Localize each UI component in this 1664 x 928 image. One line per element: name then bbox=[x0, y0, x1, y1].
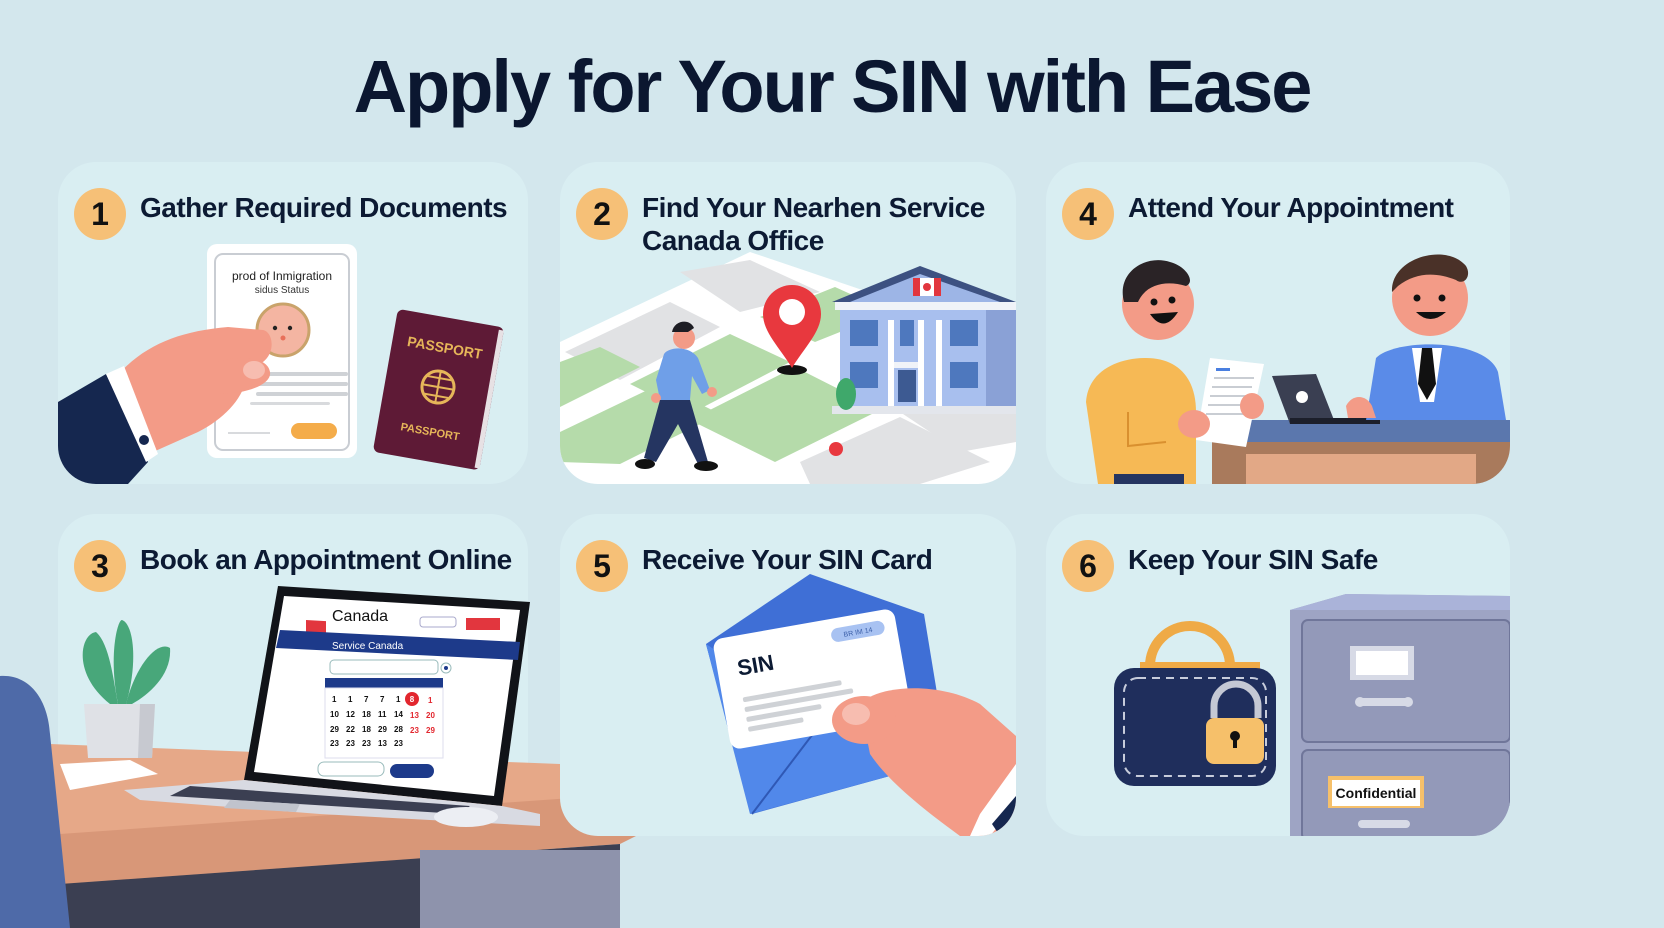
search-input[interactable] bbox=[329, 659, 439, 675]
step-header-4: 4 Attend Your Appointment bbox=[1062, 188, 1454, 240]
service-agent-icon bbox=[1346, 254, 1506, 420]
step-number-badge: 4 bbox=[1062, 188, 1114, 240]
site-brand: Canada bbox=[332, 608, 388, 625]
step-number-badge: 2 bbox=[576, 188, 628, 240]
plant-icon bbox=[82, 619, 171, 758]
name-field[interactable] bbox=[317, 761, 385, 777]
svg-text:Service Canada: Service Canada bbox=[332, 641, 404, 652]
selected-date bbox=[405, 692, 419, 706]
step-title: Gather Required Documents bbox=[140, 192, 508, 223]
chair-icon bbox=[0, 675, 70, 928]
confidential-label: Confidential bbox=[1336, 785, 1417, 801]
step-header-5: 5 Receive Your SIN Card bbox=[576, 540, 933, 592]
document-title: prod of Inmigration bbox=[232, 269, 332, 283]
step-number-badge: 5 bbox=[576, 540, 628, 592]
appointment-illustration bbox=[1046, 162, 1510, 484]
step-title: Book an Appointment Online bbox=[140, 544, 512, 575]
step-title: Receive Your SIN Card bbox=[642, 544, 933, 575]
destination-dot-icon bbox=[829, 442, 843, 456]
step-title: Find Your Nearhen Service Canada Office bbox=[642, 192, 985, 256]
passport-icon: PASSPORT PASSPORT bbox=[373, 309, 504, 470]
walking-person-icon bbox=[635, 321, 718, 471]
svg-text:BR IM 14: BR IM 14 bbox=[843, 627, 873, 639]
filing-cabinet-icon: Confidential bbox=[1290, 594, 1510, 836]
padlock-icon bbox=[1206, 680, 1264, 764]
hand-icon bbox=[860, 688, 1016, 836]
step-title: Keep Your SIN Safe bbox=[1128, 544, 1378, 575]
secure-storage-illustration: Confidential bbox=[1046, 514, 1510, 836]
step-title: Attend Your Appointment bbox=[1128, 192, 1454, 223]
page-title: Apply for Your SIN with Ease bbox=[353, 45, 1313, 128]
document-icon bbox=[1196, 358, 1264, 447]
search-icon bbox=[444, 666, 448, 670]
step-number-badge: 1 bbox=[74, 188, 126, 240]
step-card-1: prod of Inmigration sidus Status PA bbox=[58, 162, 528, 484]
document-button bbox=[291, 423, 337, 439]
laptop-icon bbox=[1272, 374, 1380, 424]
step-header-2: 2 Find Your Nearhen Service Canada Offic… bbox=[576, 188, 985, 257]
desk-icon bbox=[1212, 420, 1510, 442]
government-building-icon bbox=[832, 266, 1016, 414]
step-header-3: 3 Book an Appointment Online bbox=[74, 540, 512, 592]
map-illustration bbox=[560, 162, 1016, 484]
documents-illustration: prod of Inmigration sidus Status PA bbox=[58, 162, 528, 484]
step-card-6: Confidential 6 Keep Your SIN Safe bbox=[1046, 514, 1510, 836]
maple-leaf-icon bbox=[923, 283, 931, 291]
step-card-5: SIN BR IM 14 5 Receive Your SIN Card bbox=[560, 514, 1016, 836]
svg-text:sidus Status: sidus Status bbox=[255, 285, 309, 296]
canada-flag-icon bbox=[306, 620, 326, 634]
step-number-badge: 3 bbox=[74, 540, 126, 592]
svg-text:8: 8 bbox=[410, 695, 415, 704]
step-header-1: 1 Gather Required Documents bbox=[74, 188, 508, 240]
mouse-icon bbox=[434, 807, 498, 827]
step-card-2: 2 Find Your Nearhen Service Canada Offic… bbox=[560, 162, 1016, 484]
site-banner bbox=[276, 630, 520, 660]
step-number-badge: 6 bbox=[1062, 540, 1114, 592]
step-header-6: 6 Keep Your SIN Safe bbox=[1062, 540, 1378, 592]
applicant-icon bbox=[1086, 260, 1196, 484]
location-pin-icon bbox=[763, 285, 821, 375]
sin-card-illustration: SIN BR IM 14 bbox=[560, 514, 1016, 836]
step-card-4: 4 Attend Your Appointment bbox=[1046, 162, 1510, 484]
book-button[interactable] bbox=[390, 764, 434, 778]
